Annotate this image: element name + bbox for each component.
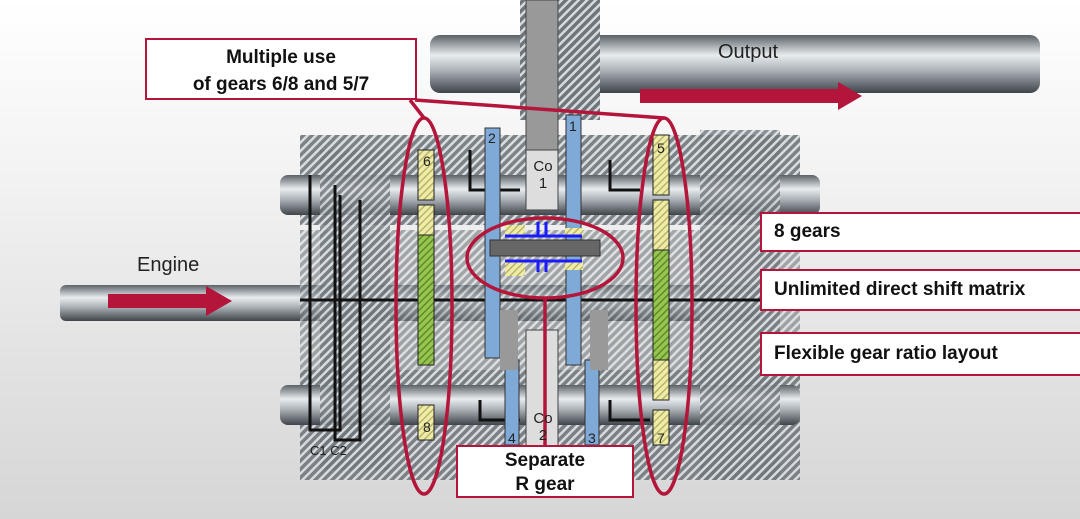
separate-r-gear-callout: Separate R gear <box>456 445 634 498</box>
gear-2-number: 2 <box>488 130 496 146</box>
gear-6-number: 6 <box>423 153 431 169</box>
feature-8-gears: 8 gears <box>760 212 1080 252</box>
separate-r-line2: R gear <box>515 474 575 495</box>
gear-1-number: 1 <box>569 118 577 134</box>
gear-6-8-shared <box>417 204 435 236</box>
gear-7-number: 7 <box>657 430 665 446</box>
gear-8-number: 8 <box>423 419 431 435</box>
reverse-shaft <box>489 239 601 257</box>
multiple-use-callout: Multiple use of gears 6/8 and 5/7 <box>145 38 417 100</box>
gear-3-number: 3 <box>588 430 596 446</box>
highlight-marks <box>394 98 694 496</box>
co2-text: Co <box>533 410 553 427</box>
co1-number: 1 <box>538 175 548 192</box>
output-label: Output <box>718 41 779 63</box>
gear-4-number: 4 <box>508 430 516 446</box>
gear-5-number: 5 <box>657 140 665 156</box>
engine-label: Engine <box>137 254 200 276</box>
co1-label: Co 1 <box>529 158 557 192</box>
multiple-use-line1: Multiple use <box>226 47 336 68</box>
feature-gear-ratio-layout: Flexible gear ratio layout <box>760 332 1080 376</box>
gear-blocks <box>417 0 670 451</box>
separate-r-line1: Separate <box>504 450 586 471</box>
gear-6 <box>417 149 435 201</box>
multiple-use-line2: of gears 6/8 and 5/7 <box>192 74 370 95</box>
output-arrow <box>640 82 862 110</box>
co2-label: Co 2 <box>529 410 557 444</box>
engine-arrow <box>108 286 232 316</box>
co2-number: 2 <box>538 427 548 444</box>
gear-co2 <box>525 329 559 451</box>
gear-7 <box>652 409 670 446</box>
feature-direct-shift-matrix: Unlimited direct shift matrix <box>760 269 1080 311</box>
gear-5 <box>652 134 670 196</box>
gear-8 <box>417 404 435 441</box>
gear-co1 <box>525 0 559 151</box>
co1-text: Co <box>533 158 553 175</box>
clutch-label: C1 C2 <box>310 443 347 458</box>
